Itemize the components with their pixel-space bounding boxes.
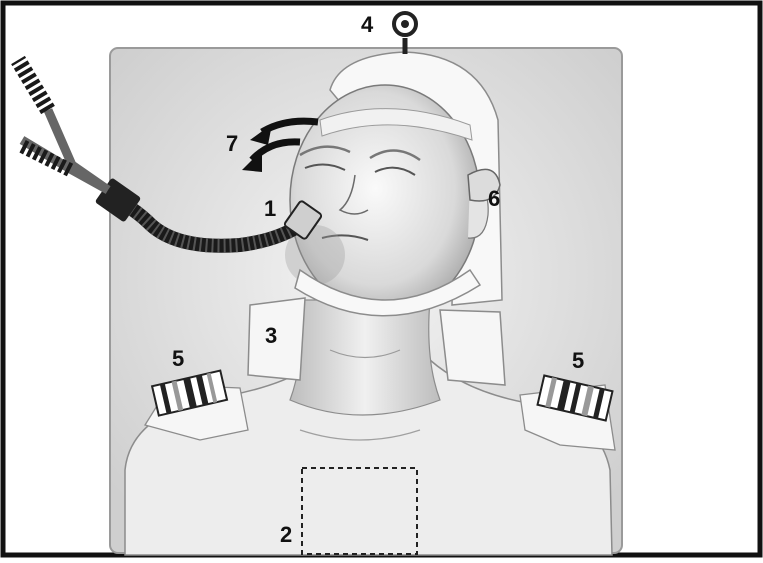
head-block-right [440,310,505,385]
callout-5-right: 5 [572,350,584,372]
callout-6: 6 [488,188,500,210]
callout-7: 7 [226,133,238,155]
callout-4: 4 [361,14,373,36]
callout-2: 2 [280,524,292,546]
callout-5-left: 5 [172,348,184,370]
callout-3: 3 [265,325,277,347]
callout-1: 1 [264,198,276,220]
